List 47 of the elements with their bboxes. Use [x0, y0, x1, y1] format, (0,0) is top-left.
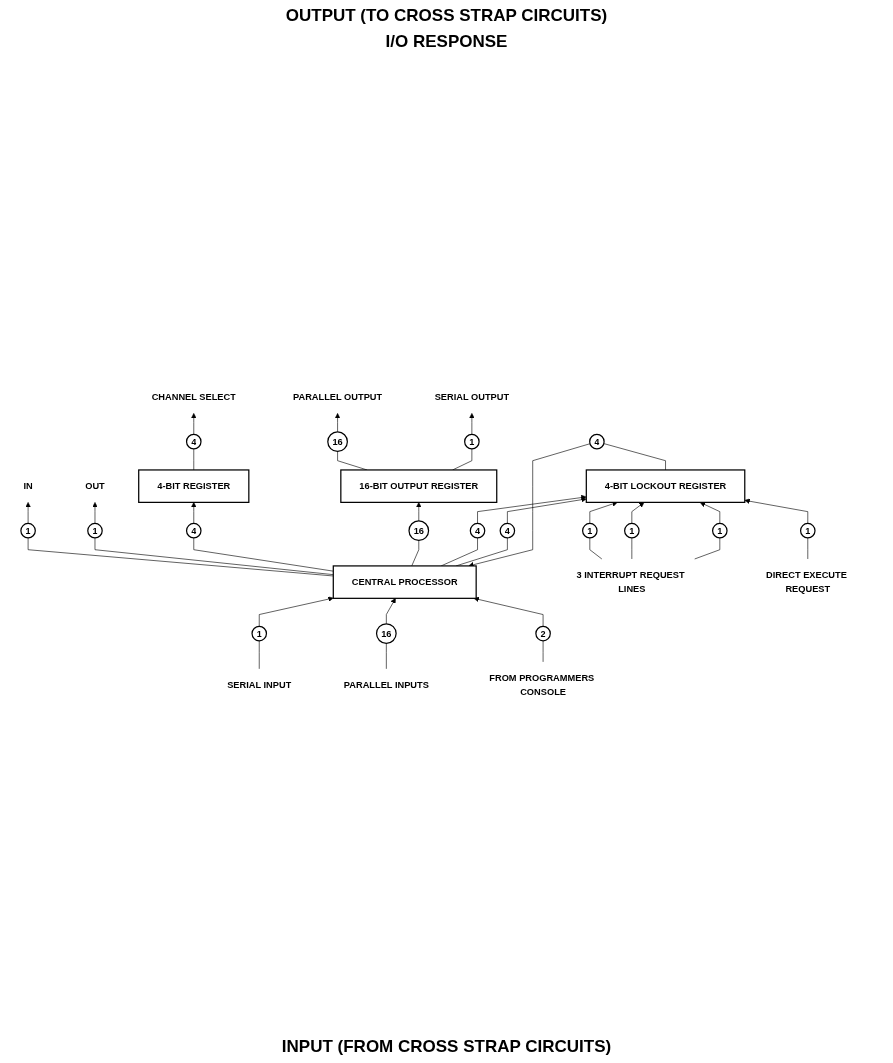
node-text: 3 INTERRUPT REQUEST LINES — [576, 569, 685, 594]
node-circle: 4 — [469, 522, 486, 539]
connector — [258, 640, 260, 670]
connector — [411, 540, 420, 567]
node-text: FROM PROGRAMMERS CONSOLE — [489, 672, 595, 697]
connector — [603, 443, 666, 471]
connector — [694, 537, 721, 560]
node-text: SERIAL INPUT — [227, 679, 292, 690]
node-box: 4-BIT REGISTER — [138, 469, 250, 503]
node-circle: 1 — [464, 433, 480, 450]
connector — [589, 537, 603, 560]
node-circle: 16 — [375, 623, 397, 644]
node-circle: 1 — [20, 522, 36, 539]
connector — [193, 448, 195, 471]
connector — [94, 537, 334, 575]
connector — [386, 643, 387, 670]
connector — [631, 537, 633, 560]
node-text: SERIAL OUTPUT — [434, 391, 510, 402]
node-text: OUT — [85, 480, 105, 491]
node-circle: 1 — [582, 522, 598, 539]
connector — [807, 537, 809, 560]
node-circle: 1 — [251, 625, 268, 642]
node-box: 4-BIT LOCKOUT REGISTER — [585, 469, 746, 503]
node-text: CHANNEL SELECT — [151, 391, 236, 402]
node-circle: 1 — [87, 522, 103, 539]
node-circle: 2 — [535, 625, 551, 642]
footer-label: INPUT (FROM CROSS STRAP CIRCUITS) — [281, 1037, 612, 1057]
node-text: IN — [23, 480, 33, 491]
group-label: I/O RESPONSE — [384, 32, 509, 52]
node-circle: 16 — [408, 520, 430, 541]
node-circle: 4 — [589, 433, 605, 450]
node-circle: 4 — [499, 522, 516, 539]
node-circle: 4 — [185, 433, 202, 450]
node-circle: 1 — [624, 522, 640, 539]
connector — [542, 640, 544, 663]
connector — [27, 537, 334, 577]
node-text: PARALLEL OUTPUT — [292, 391, 383, 402]
node-circle: 4 — [185, 522, 202, 539]
node-box: 16-BIT OUTPUT REGISTER — [340, 469, 498, 503]
connector — [193, 537, 334, 572]
node-circle: 16 — [327, 431, 348, 452]
node-text: DIRECT EXECUTE REQUEST — [766, 569, 847, 594]
node-box: CENTRAL PROCESSOR — [332, 565, 477, 599]
node-circle: 1 — [799, 522, 816, 539]
node-circle: 1 — [712, 522, 728, 539]
node-text: PARALLEL INPUTS — [343, 679, 429, 690]
diagram-title: OUTPUT (TO CROSS STRAP CIRCUITS) — [285, 6, 608, 26]
